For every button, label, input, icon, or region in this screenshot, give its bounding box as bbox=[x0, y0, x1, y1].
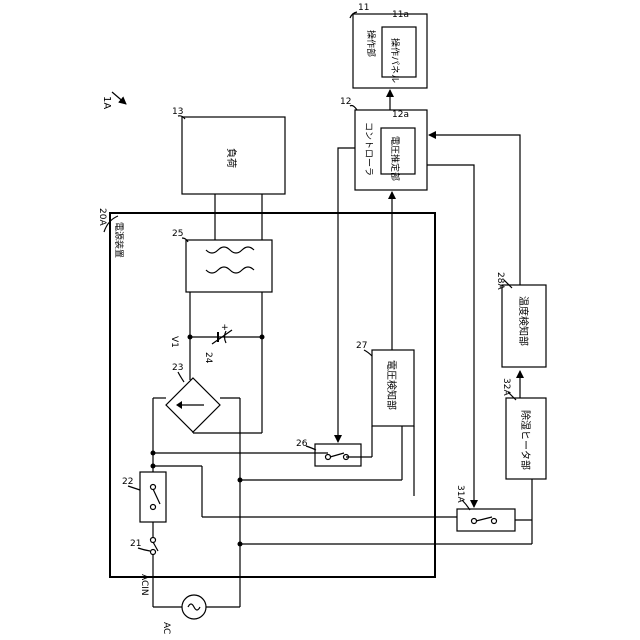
acin-label: ACIN bbox=[139, 574, 149, 596]
capacitor: + 24 bbox=[203, 323, 232, 364]
svg-text:1A: 1A bbox=[101, 96, 112, 109]
relay-ref: 22 bbox=[122, 477, 133, 487]
switch-31a-ref: 31A bbox=[455, 485, 465, 503]
temp-detector-ref: 28A bbox=[495, 272, 505, 290]
load-label: 負荷 bbox=[225, 148, 237, 168]
heater-label: 除湿ヒータ部 bbox=[519, 410, 532, 470]
voltage-detector-label: 電圧検知部 bbox=[385, 360, 398, 410]
relay: 22 bbox=[122, 472, 166, 522]
capacitor-plus: + bbox=[221, 323, 229, 333]
controller: 12 コントローラ 12a 電圧推定部 bbox=[340, 97, 427, 190]
power-device-label: 電源装置 bbox=[113, 222, 125, 258]
rectifier-ref: 23 bbox=[172, 363, 183, 373]
load-ref: 13 bbox=[172, 107, 183, 117]
ac-label: AC bbox=[161, 622, 171, 634]
figure-reference: 1A bbox=[101, 92, 126, 109]
switch-21: 21 bbox=[130, 538, 158, 555]
controller-label: コントローラ bbox=[363, 122, 374, 176]
voltage-detector-ref: 27 bbox=[356, 341, 367, 351]
voltage-estimator-label: 電圧推定部 bbox=[389, 136, 401, 181]
operation-unit: 11 操作部 11a 操作パネル bbox=[350, 3, 427, 88]
capacitor-ref: 24 bbox=[203, 352, 213, 364]
heater: 32A 除湿ヒータ部 bbox=[501, 378, 546, 479]
operation-unit-label: 操作部 bbox=[365, 30, 377, 57]
load: 13 負荷 bbox=[172, 107, 285, 194]
voltage-estimator-ref: 12a bbox=[392, 110, 409, 120]
v1-label: V1 bbox=[169, 336, 179, 348]
power-device-ref: 20A bbox=[97, 208, 107, 226]
ac-source: ACIN AC bbox=[139, 574, 240, 634]
rectifier: 23 bbox=[166, 363, 220, 432]
operation-unit-ref: 11 bbox=[358, 3, 369, 13]
temp-detector: 28A 温度検知部 bbox=[495, 272, 546, 367]
switch-31a: 31A bbox=[455, 485, 515, 531]
converter-ref: 25 bbox=[172, 229, 183, 239]
controller-to-switch26-arrow bbox=[338, 148, 355, 442]
operation-panel-label: 操作パネル bbox=[389, 38, 401, 83]
operation-panel-ref: 11a bbox=[392, 10, 409, 20]
voltage-detector: 27 電圧検知部 bbox=[356, 341, 414, 426]
temp-detector-label: 温度検知部 bbox=[517, 296, 530, 346]
switch-26-ref: 26 bbox=[296, 439, 308, 449]
converter: 25 bbox=[172, 229, 272, 292]
switch-21-ref: 21 bbox=[130, 539, 141, 549]
